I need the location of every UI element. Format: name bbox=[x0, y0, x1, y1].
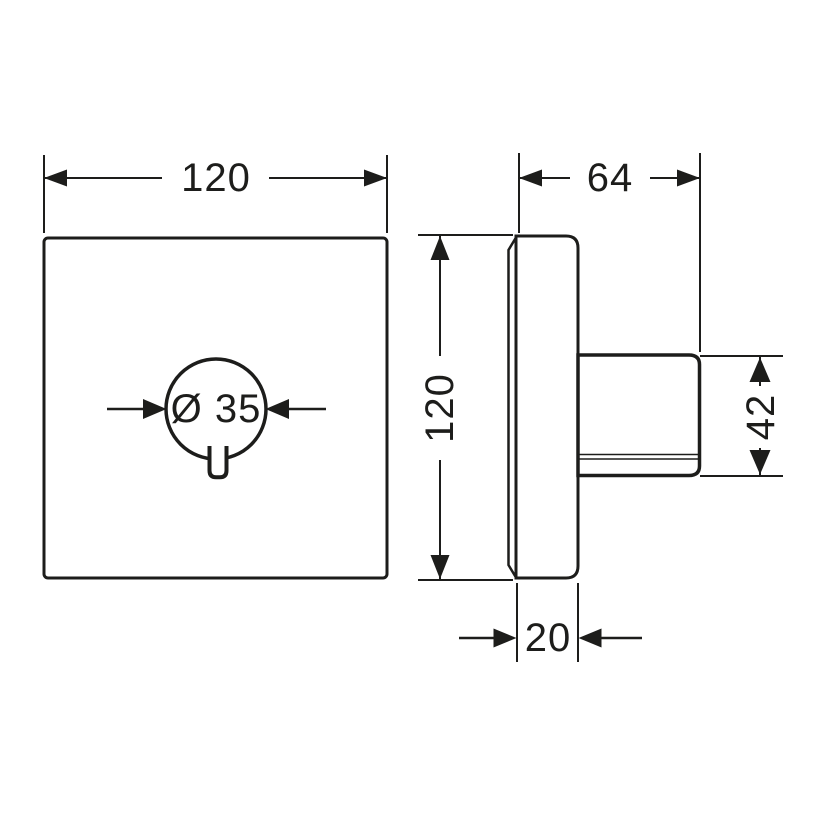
side-view: 64 120 42 bbox=[418, 153, 783, 662]
dim-label-total-depth: 64 bbox=[587, 156, 634, 200]
dim-arrow-right-icon bbox=[677, 169, 700, 187]
dim-total-depth: 64 bbox=[518, 153, 701, 352]
dim-handle-diameter: Ø 35 bbox=[107, 387, 326, 431]
dim-arrow-down-icon bbox=[749, 450, 771, 475]
dim-arrow-left-icon bbox=[578, 628, 602, 648]
front-view: 120 Ø 35 bbox=[42, 155, 389, 580]
handle-tab bbox=[207, 446, 229, 480]
dim-handle-height: 42 bbox=[700, 355, 783, 477]
handle-side bbox=[576, 353, 702, 478]
dim-label-mask bbox=[419, 356, 461, 460]
dim-label-mask bbox=[741, 386, 781, 448]
plate-side-flange bbox=[507, 236, 518, 579]
dim-label-plate-width: 120 bbox=[181, 156, 251, 200]
dim-arrow-left-icon bbox=[265, 399, 289, 419]
dim-arrow-left-icon bbox=[44, 169, 67, 187]
dim-label-plate-depth: 20 bbox=[525, 616, 572, 660]
dim-arrow-up-icon bbox=[749, 357, 771, 382]
dim-label-mask bbox=[162, 156, 269, 200]
dim-plate-width: 120 bbox=[43, 155, 388, 233]
dim-plate-height: 120 bbox=[418, 234, 513, 581]
dim-label-handle-diameter: Ø 35 bbox=[171, 387, 262, 431]
dim-arrow-right-icon bbox=[493, 628, 517, 648]
dim-plate-depth: 20 bbox=[459, 583, 642, 662]
dim-arrow-up-icon bbox=[430, 236, 450, 260]
dim-arrow-left-icon bbox=[519, 169, 542, 187]
dim-label-plate-height: 120 bbox=[418, 373, 462, 443]
dim-arrow-right-icon bbox=[364, 169, 387, 187]
dim-arrow-down-icon bbox=[430, 555, 450, 579]
dim-label-mask bbox=[570, 156, 650, 200]
dim-label-handle-height: 42 bbox=[739, 394, 783, 441]
plate-side-slab bbox=[514, 234, 580, 580]
dim-arrow-right-icon bbox=[143, 399, 167, 419]
